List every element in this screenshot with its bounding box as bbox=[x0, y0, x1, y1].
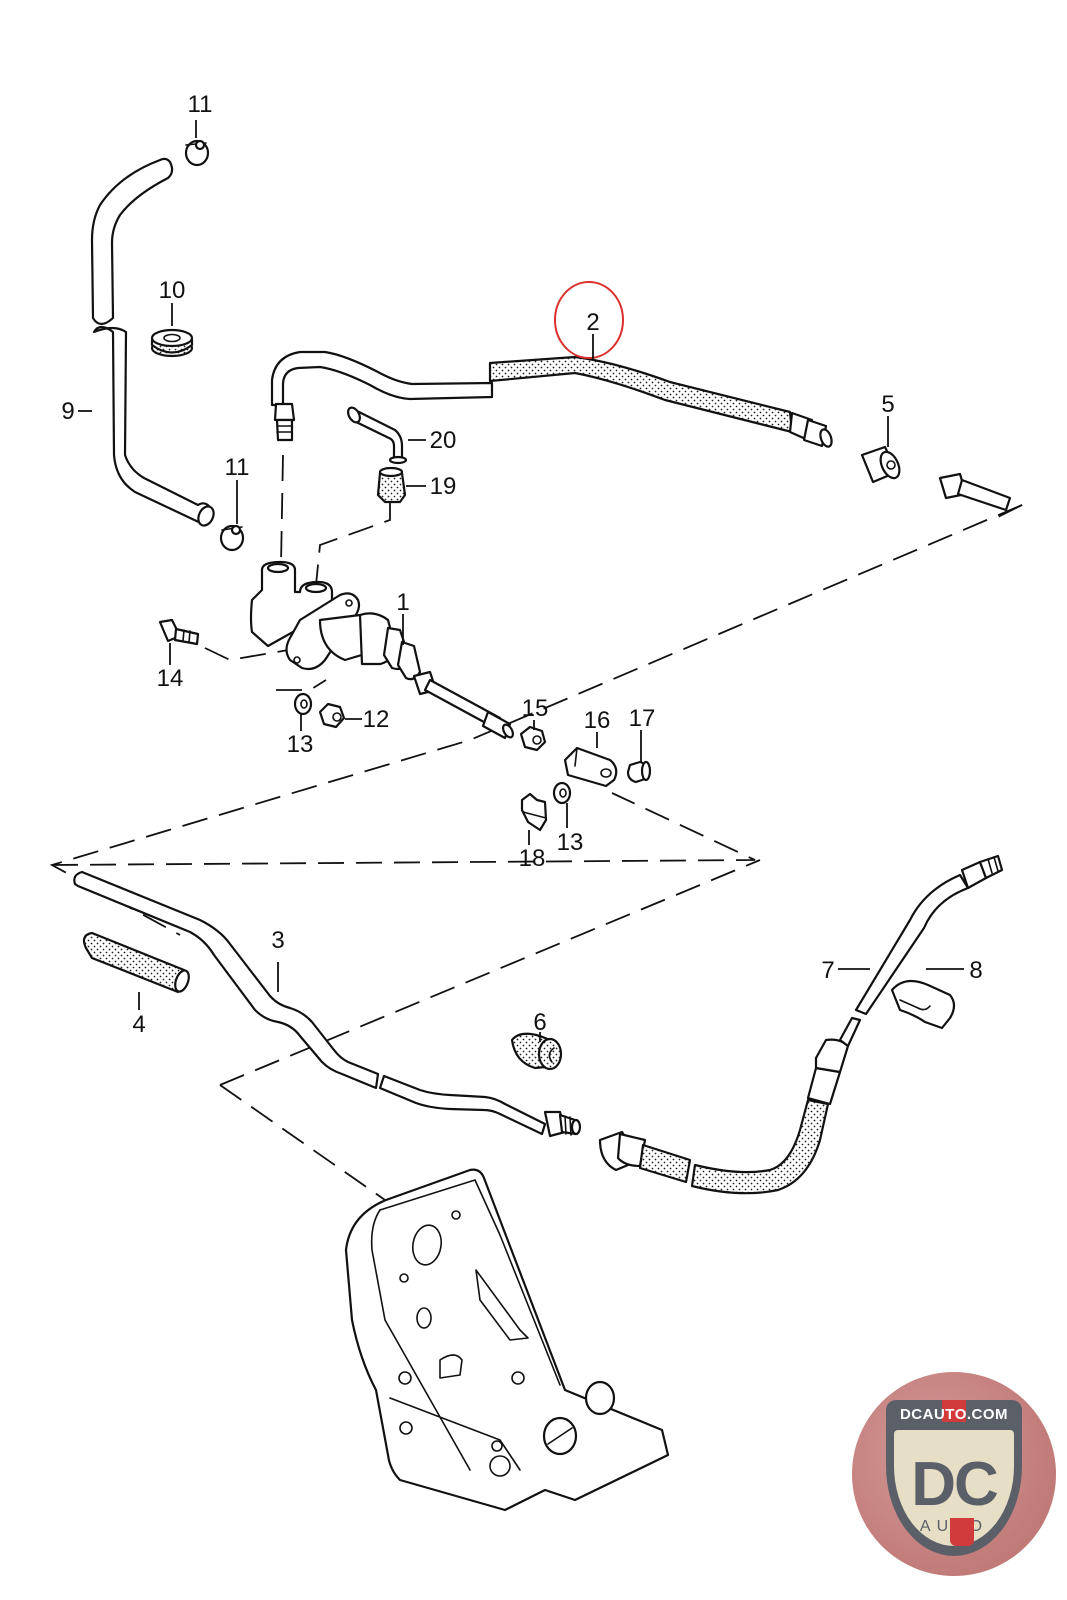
callout-leader-lines bbox=[78, 120, 964, 1042]
callout-2[interactable]: 2 bbox=[586, 309, 599, 336]
callout-17[interactable]: 17 bbox=[629, 705, 656, 732]
logo-stripe-bottom bbox=[950, 1518, 974, 1546]
part-12-nut[interactable] bbox=[318, 702, 346, 729]
part-13-washer-right[interactable] bbox=[552, 781, 572, 805]
callout-15[interactable]: 15 bbox=[522, 695, 549, 722]
part-4-protective-sleeve[interactable] bbox=[82, 931, 191, 994]
part-18-seal[interactable] bbox=[376, 466, 407, 504]
part-20-retaining-clip[interactable] bbox=[520, 792, 548, 832]
callout-1[interactable]: 1 bbox=[396, 589, 409, 616]
callout-16[interactable]: 16 bbox=[584, 707, 611, 734]
part-6-grommet[interactable] bbox=[510, 1032, 563, 1071]
logo-stripe-top bbox=[942, 1400, 966, 1422]
part-19-elbow-fitting[interactable] bbox=[346, 406, 408, 465]
part-17-clevis-pin[interactable] bbox=[626, 760, 652, 784]
callout-19[interactable]: 20 bbox=[430, 427, 457, 454]
part-15-nut[interactable] bbox=[519, 725, 547, 752]
callout-11-bottom[interactable]: 11 bbox=[225, 454, 250, 481]
part-16-clevis[interactable] bbox=[563, 746, 618, 788]
callout-10[interactable]: 10 bbox=[159, 277, 186, 304]
callout-13-right[interactable]: 13 bbox=[557, 829, 584, 856]
callout-6[interactable]: 6 bbox=[533, 1009, 546, 1036]
callout-13-left[interactable]: 13 bbox=[287, 731, 314, 758]
logo-brand-text: DC bbox=[911, 1450, 999, 1519]
callout-12[interactable]: 12 bbox=[363, 706, 390, 733]
logo-shield-icon: DCAUTO.COM DC AUTO bbox=[886, 1400, 1022, 1556]
part-8-line-clip[interactable] bbox=[890, 979, 956, 1030]
callout-14[interactable]: 14 bbox=[157, 665, 184, 692]
callout-11-top[interactable]: 11 bbox=[188, 91, 213, 118]
callout-7[interactable]: 7 bbox=[821, 957, 834, 984]
pedal-bracket[interactable] bbox=[344, 1168, 670, 1512]
logo-site-text: DCAUTO.COM bbox=[899, 1406, 1009, 1423]
part-13-washer-left[interactable] bbox=[293, 692, 313, 716]
part-3-hydraulic-line[interactable] bbox=[73, 870, 582, 1138]
callout-18[interactable]: 19 bbox=[430, 473, 457, 500]
logo-shield-field: DC AUTO bbox=[894, 1430, 1014, 1546]
part-7-flex-line[interactable] bbox=[598, 854, 1004, 1195]
part-10-grommet[interactable] bbox=[150, 328, 194, 358]
part-5-union-nut[interactable] bbox=[860, 445, 903, 484]
callout-4[interactable]: 4 bbox=[132, 1011, 145, 1038]
highlight-circle-part-2 bbox=[554, 281, 624, 359]
callout-20[interactable]: 18 bbox=[519, 845, 546, 872]
dcauto-watermark-logo: DCAUTO.COM DC AUTO bbox=[852, 1372, 1056, 1576]
part-11-hose-clamp-bottom[interactable] bbox=[219, 524, 245, 552]
callout-labels: 11 10 9 11 2 5 20 19 1 14 13 12 15 16 17… bbox=[61, 91, 982, 1038]
callout-8[interactable]: 8 bbox=[969, 957, 982, 984]
part-11-hose-clamp-top[interactable] bbox=[184, 139, 210, 167]
part-14-bolt[interactable] bbox=[158, 618, 200, 646]
part-5-union-fitting[interactable] bbox=[938, 472, 1012, 512]
callout-3[interactable]: 3 bbox=[271, 927, 284, 954]
part-2-clutch-hose-line[interactable] bbox=[270, 350, 834, 448]
callout-5[interactable]: 5 bbox=[881, 391, 894, 418]
callout-9[interactable]: 9 bbox=[61, 398, 74, 425]
part-9-reservoir-hose[interactable] bbox=[90, 157, 217, 528]
part-1-master-cylinder[interactable] bbox=[249, 560, 515, 740]
